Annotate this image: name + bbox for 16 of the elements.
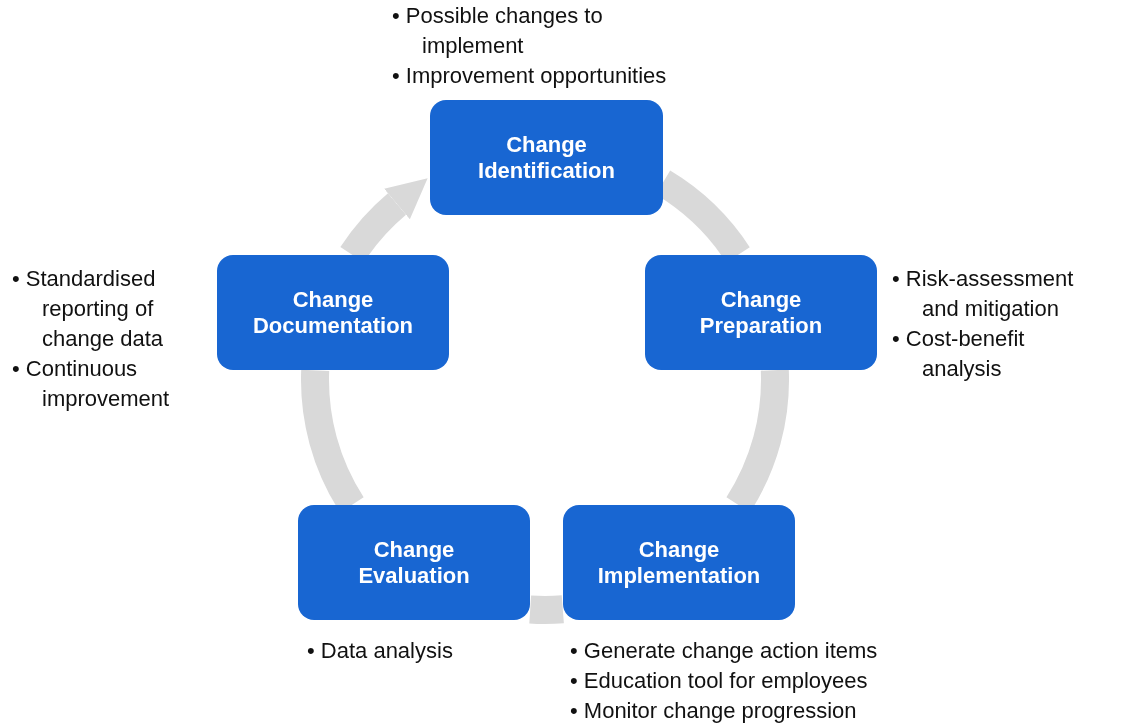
process-box: Change Implementation <box>563 505 795 620</box>
connector <box>529 595 564 624</box>
bullet-item: • Standardised reporting of change data <box>12 265 165 353</box>
bullet-item: • Monitor change progression <box>570 697 858 723</box>
bullet-item: • Risk-assessment and mitigation <box>892 265 1075 323</box>
bullet-item: • Education tool for employees <box>570 667 869 695</box>
bullet-item: • Improvement opportunities <box>392 62 668 90</box>
bullet-item: • Continuous improvement <box>12 355 171 413</box>
process-box: Change Identification <box>430 100 663 215</box>
process-box: Change Documentation <box>217 255 449 370</box>
bullet-item: • Generate change action items <box>570 637 879 665</box>
process-box: Change Preparation <box>645 255 877 370</box>
process-box: Change Evaluation <box>298 505 530 620</box>
bullet-item: • Data analysis <box>307 637 454 665</box>
bullet-item: • Cost-benefit analysis <box>892 325 1026 383</box>
bullet-item: • Possible changes to implement <box>392 2 604 60</box>
